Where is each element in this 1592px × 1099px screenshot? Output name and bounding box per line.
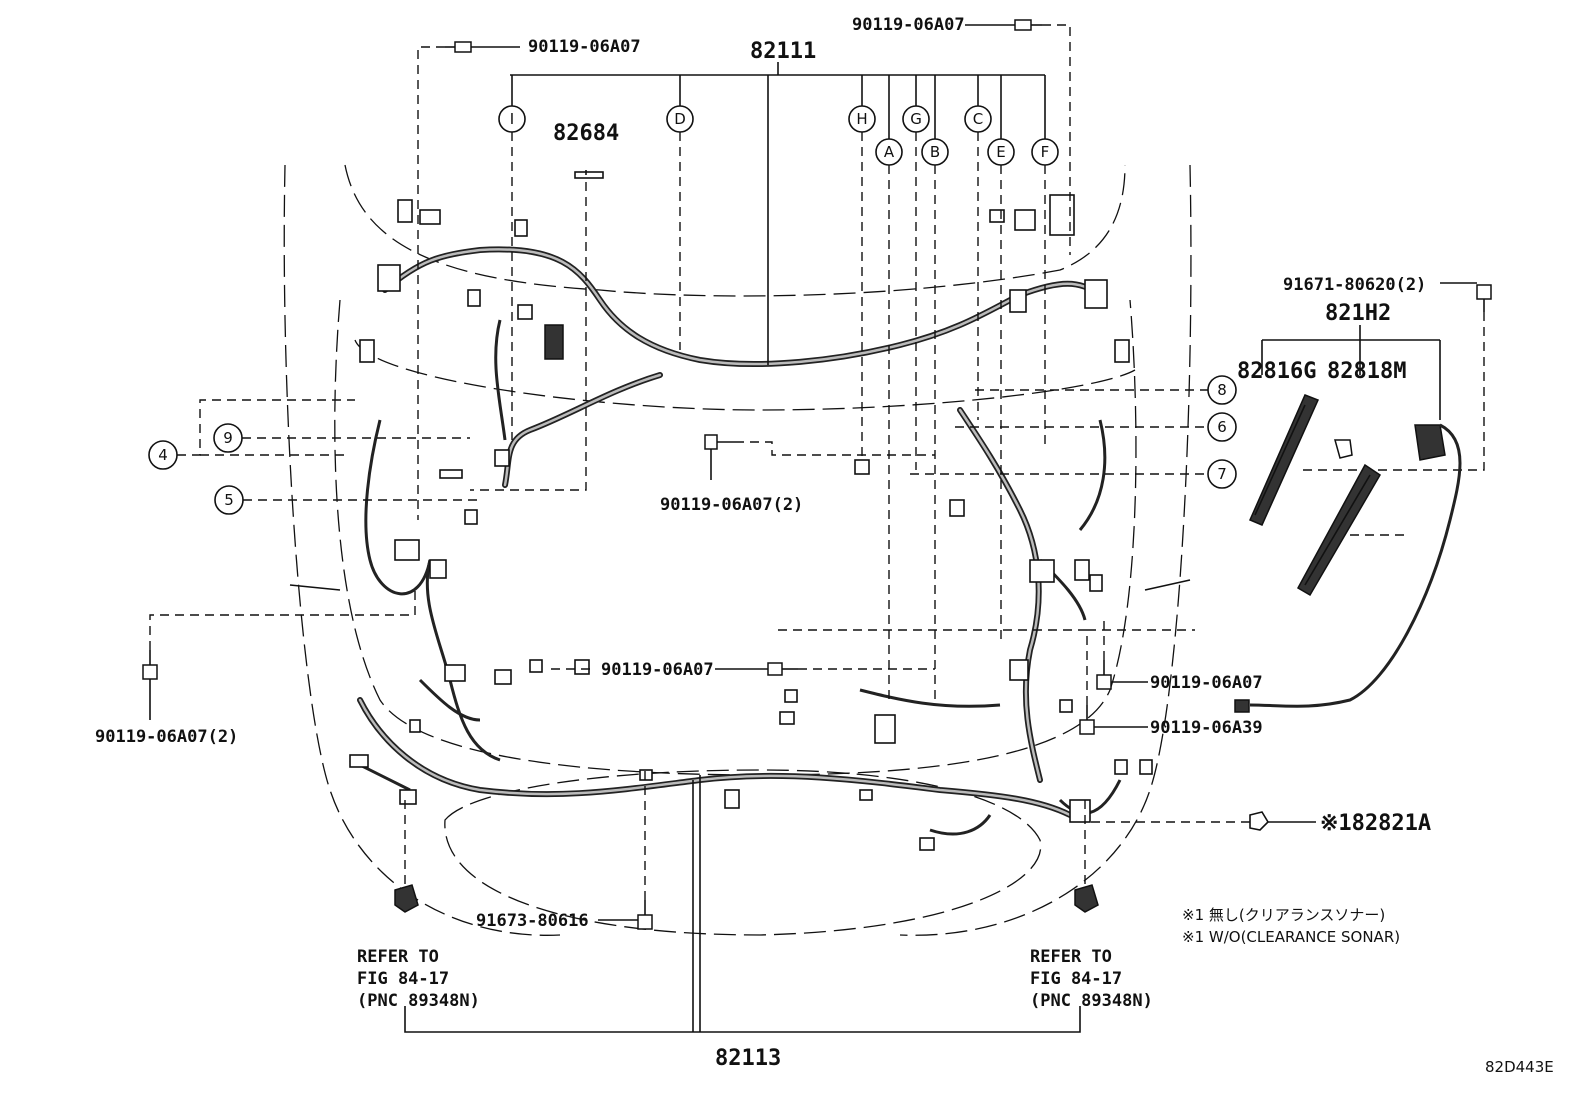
callout-E: E	[996, 143, 1005, 161]
callout-C: C	[973, 110, 983, 128]
refer-right-line-2: FIG 84-17	[1030, 969, 1122, 989]
note-english: ※1 W/O(CLEARANCE SONAR)	[1182, 928, 1400, 946]
refer-left-line-1: REFER TO	[357, 947, 439, 967]
label-bolt-center: 90119-06A07(2)	[660, 495, 803, 515]
part-labels: 82111 82684 90119-06A07 90119-06A07 9011…	[95, 15, 1554, 1076]
bolt-icon	[445, 41, 472, 53]
clip-icon	[1249, 811, 1270, 831]
bolt-icon	[704, 434, 735, 450]
callout-I: I	[510, 110, 514, 128]
callout-F: F	[1041, 143, 1050, 161]
label-82113: 82113	[715, 1046, 781, 1071]
note-japanese: ※1 無し(クリアランスソナー)	[1182, 906, 1385, 924]
refer-left-line-2: FIG 84-17	[357, 969, 449, 989]
label-82684: 82684	[553, 121, 619, 146]
callout-G: G	[910, 110, 922, 128]
refer-left-line-3: (PNC 89348N)	[357, 991, 480, 1011]
label-bolt-top-right: 90119-06A07	[852, 15, 965, 35]
figure-code: 82D443E	[1485, 1058, 1554, 1076]
label-82816G: 82816G	[1237, 359, 1316, 384]
connectors	[349, 171, 1153, 851]
callout-D: D	[674, 110, 686, 128]
label-bolt-bottom: 91673-80616	[476, 911, 589, 931]
label-82821A: ※182821A	[1320, 811, 1431, 836]
label-bolt-far-right: 91671-80620(2)	[1283, 275, 1426, 295]
label-bolt-right-2: 90119-06A39	[1150, 718, 1263, 738]
vehicle-body-outline	[283, 164, 1192, 936]
callout-8: 8	[1217, 381, 1227, 399]
label-bolt-mid: 90119-06A07	[601, 660, 714, 680]
callout-7: 7	[1217, 465, 1227, 483]
label-82818M: 82818M	[1327, 359, 1406, 384]
sub-assembly-821H2	[1234, 325, 1462, 713]
refer-right-line-1: REFER TO	[1030, 947, 1112, 967]
label-82111: 82111	[750, 39, 816, 64]
label-bolt-left: 90119-06A07(2)	[95, 727, 238, 747]
label-bolt-right-1: 90119-06A07	[1150, 673, 1263, 693]
callout-9: 9	[223, 429, 233, 447]
bolt-icon	[1476, 284, 1492, 312]
callout-labels: I D H G C A B E F 4 9 5 8 6 7	[158, 110, 1227, 509]
mount-icon	[394, 884, 419, 913]
reference-callouts	[148, 62, 1237, 705]
label-821H2: 821H2	[1325, 301, 1391, 326]
bolt-icon	[142, 650, 158, 680]
callout-4: 4	[158, 446, 168, 464]
callout-A: A	[884, 143, 895, 161]
refer-right-line-3: (PNC 89348N)	[1030, 991, 1153, 1011]
fasteners	[142, 19, 1492, 930]
bolt-icon	[1079, 705, 1095, 735]
bolt-icon	[1014, 19, 1042, 31]
callout-6: 6	[1217, 418, 1227, 436]
bolt-icon	[1096, 660, 1112, 690]
bolt-icon	[767, 662, 798, 676]
callout-H: H	[856, 110, 867, 128]
label-bolt-top-left: 90119-06A07	[528, 37, 641, 57]
callout-B: B	[930, 143, 940, 161]
mount-icon	[1074, 884, 1099, 913]
callout-5: 5	[224, 491, 234, 509]
wire-harness	[349, 246, 1122, 836]
bolt-icon	[637, 900, 653, 930]
